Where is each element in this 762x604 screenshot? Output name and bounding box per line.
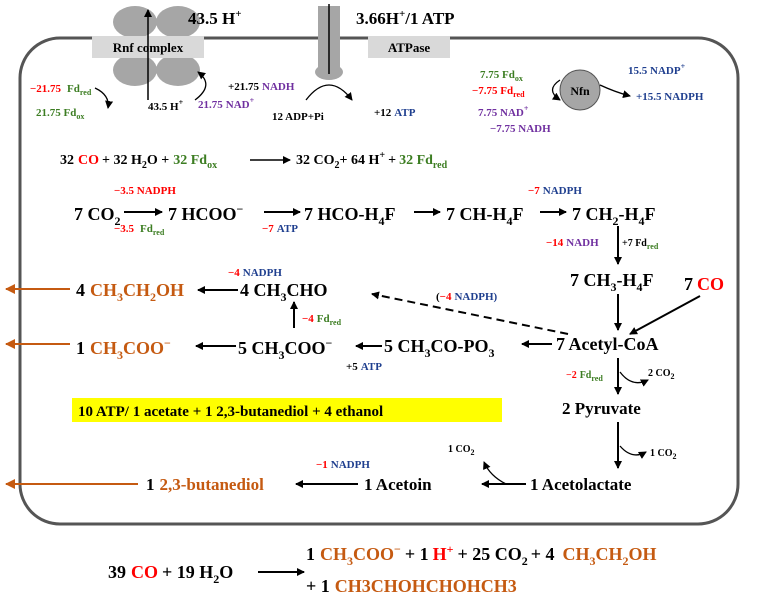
nfn-fd-red: −7.75 Fdred — [472, 85, 525, 99]
nadph-3-5: −3.5 NADPH — [114, 185, 176, 197]
nfn-complex — [559, 69, 601, 111]
fd-7: +7 Fdred — [622, 238, 659, 251]
nfn-fd-ox: 7.75 Fdox — [480, 69, 523, 83]
rnf-fd-ox: 21.75 Fdox — [36, 107, 84, 121]
nfn-nadh: −7.75 NADH — [490, 123, 551, 135]
atpase: ATPase — [315, 4, 450, 80]
co2-substrate: 7 CO2 — [74, 204, 121, 228]
co2-2: 2 CO2 — [648, 368, 675, 381]
nfn-nad: 7.75 NAD+ — [478, 104, 529, 119]
acetaldehyde: 4 CH3CHO — [240, 280, 328, 304]
nfn-nadp: 15.5 NADP+ — [628, 62, 686, 77]
methyl-h4f: 7 CH3-H4F — [570, 270, 654, 294]
acetyl-coa: 7 Acetyl-CoA — [556, 334, 658, 354]
formate: 7 HCOO− — [168, 202, 244, 224]
co2-1a: 1 CO2 — [650, 448, 677, 461]
acetolactate: 1 Acetolactate — [530, 475, 632, 494]
co-oxidation-products: 32 CO2+ 64 H++32 Fdred — [296, 150, 448, 171]
rnf-complex: Rnf complex — [92, 6, 204, 100]
methenyl-h4f: 7 CH-H4F — [446, 204, 524, 228]
nfn-label: Nfn — [570, 84, 590, 98]
atpase-stoichiometry: 3.66H+/1 ATP — [356, 8, 455, 28]
co2-1b: 1 CO2 — [448, 444, 475, 457]
rnf-proton-count: 43.5 H+ — [188, 8, 242, 28]
formyl-h4f: 7 HCO-H4F — [304, 204, 396, 228]
atp-yield-highlight — [72, 398, 502, 422]
nfn-nadph: +15.5 NADPH — [636, 91, 704, 103]
methylene-h4f: 7 CH2-H4F — [572, 204, 656, 228]
acetate-intracellular: 5 CH3COO− — [238, 336, 333, 362]
rnf-proton-in: 43.5 H+ — [148, 98, 184, 113]
atpase-adp: 12 ADP+Pi — [272, 111, 324, 123]
pyruvate: 2 Pyruvate — [562, 399, 641, 418]
acetoin: 1 Acetoin — [364, 475, 432, 494]
atp-yield-summary: 10 ATP/ 1 acetate + 1 2,3-butanediol + 4… — [78, 404, 383, 420]
atpase-label: ATPase — [388, 40, 431, 55]
acetyl-phosphate: 5 CH3CO-PO3 — [384, 336, 495, 360]
